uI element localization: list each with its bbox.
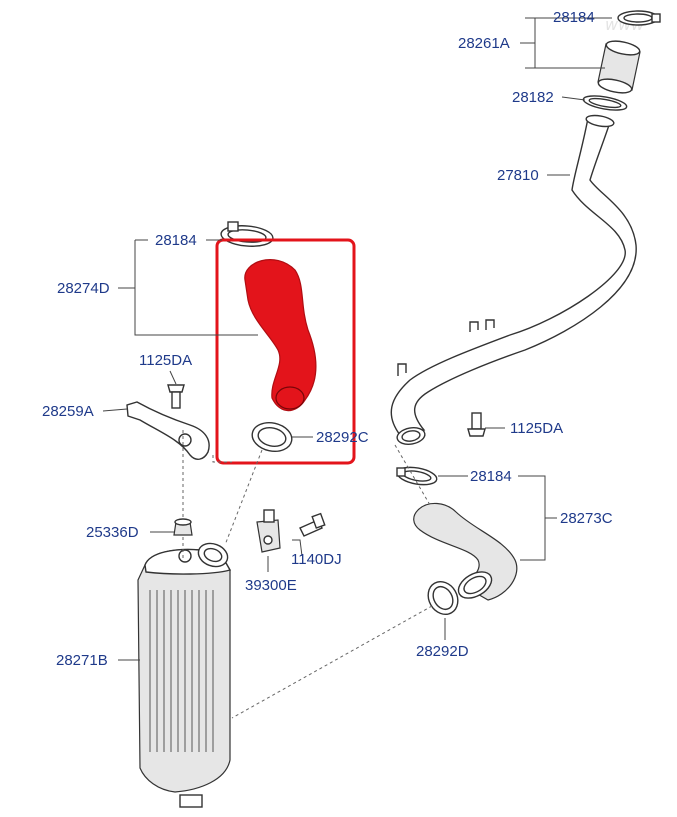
label-28271b[interactable]: 28271B [56,652,108,669]
bolt-icon[interactable] [167,384,185,409]
intake-pipe-icon[interactable] [390,114,637,447]
label-28274d[interactable]: 28274D [57,280,110,297]
label-27810[interactable]: 27810 [497,167,539,184]
label-28261a[interactable]: 28261A [458,35,510,52]
label-28184-top[interactable]: 28184 [553,9,595,26]
hose-clamp-icon[interactable] [396,465,438,488]
label-1140dj[interactable]: 1140DJ [291,551,342,568]
sensor-icon[interactable] [256,509,281,553]
label-28292c[interactable]: 28292C [316,429,369,446]
hose-icon[interactable] [413,502,518,603]
bracket-icon[interactable] [126,401,210,460]
part-labels: 28184 28261A 28182 27810 28184 28274D 11… [42,9,613,669]
bolt-icon[interactable] [467,412,486,437]
label-28292d[interactable]: 28292D [416,643,469,660]
label-25336d[interactable]: 25336D [86,524,139,541]
label-1125da-right[interactable]: 1125DA [510,420,563,437]
label-1125da-left[interactable]: 1125DA [139,352,192,369]
highlight-box [215,238,356,465]
grommet-icon[interactable] [173,518,193,536]
intercooler-icon[interactable] [137,540,232,808]
label-28184-mid[interactable]: 28184 [470,468,512,485]
hose-clamp-icon[interactable] [250,419,295,455]
hose-clamp-icon[interactable] [617,10,661,26]
hose-clamp-icon[interactable] [220,221,274,248]
hose-sleeve-icon[interactable] [597,39,641,96]
hose-clamp-icon[interactable] [422,576,463,619]
bolt-icon[interactable] [299,512,326,537]
red-hose-icon[interactable] [244,259,317,412]
label-39300e[interactable]: 39300E [245,577,297,594]
label-28184-left[interactable]: 28184 [155,232,197,249]
label-28182[interactable]: 28182 [512,89,554,106]
leader-lines [102,17,612,719]
label-28273c[interactable]: 28273C [560,510,613,527]
hose-clamp-icon[interactable] [582,93,628,112]
label-28259a[interactable]: 28259A [42,403,94,420]
